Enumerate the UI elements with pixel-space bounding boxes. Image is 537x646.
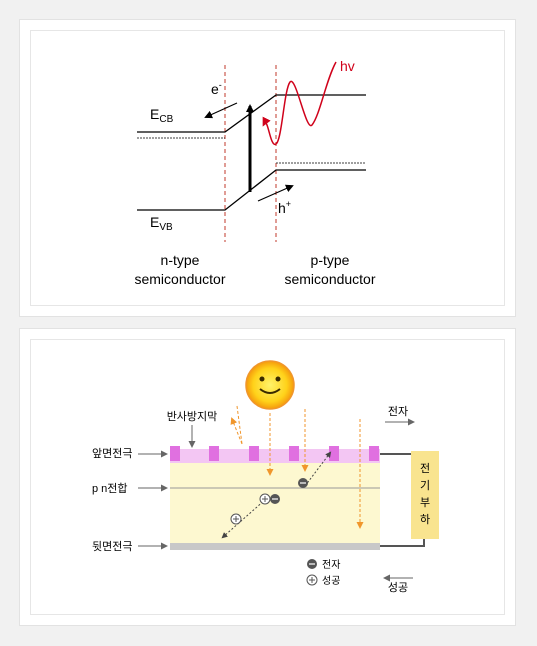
electron-carrier-2 (270, 494, 280, 504)
legend-electron-label: 전자 (322, 559, 340, 571)
legend-hole-icon (306, 574, 318, 586)
solar-cell-frame (30, 339, 505, 615)
band-diagram-frame (30, 30, 505, 306)
front-electrode-4 (289, 446, 299, 461)
load-char-4: 하 (420, 512, 430, 526)
front-electrode-1 (170, 446, 180, 461)
back-electrode (170, 543, 380, 550)
band-diagram: e- hv ECB EVB h+ n-type semiconductor p-… (134, 58, 375, 287)
electron-label: e- (211, 80, 222, 97)
sun-icon (245, 360, 295, 410)
legend-hole-label: 성공 (322, 575, 340, 587)
n-type-label: n-type (161, 252, 200, 268)
hole-label: h+ (278, 199, 291, 216)
electric-load (411, 451, 439, 539)
hole-carrier-1 (259, 493, 271, 505)
electron-arrow (204, 102, 238, 119)
hole-arrow (257, 184, 294, 202)
n-type-label-2: semiconductor (134, 271, 225, 287)
reflected-ray (230, 417, 243, 445)
p-type-label: p-type (311, 252, 350, 268)
light-ray-1 (236, 405, 243, 445)
solar-cell-diagram: 전 기 부 하 전자 성공 반사방지막 앞면전극 p n전합 뒷면전극 (92, 360, 439, 594)
band-diagram-panel: e- hv ECB EVB h+ n-type semiconductor p-… (19, 19, 516, 317)
photon-label: hv (340, 58, 355, 74)
front-electrode-5 (329, 446, 339, 461)
evb-label: EVB (150, 214, 173, 233)
photon-wave (262, 61, 337, 145)
front-electrode-label: 앞면전극 (92, 447, 132, 460)
front-electrode-6 (369, 446, 379, 461)
back-electrode-label: 뒷면전극 (92, 540, 132, 553)
hole-path (221, 498, 267, 539)
electron-path (304, 451, 332, 487)
load-char-1: 전 (420, 462, 430, 475)
load-char-2: 기 (420, 479, 430, 492)
solar-cell-panel: 전 기 부 하 전자 성공 반사방지막 앞면전극 p n전합 뒷면전극 (19, 328, 516, 626)
front-layer (170, 449, 380, 463)
pn-junction-label: p n전합 (92, 482, 128, 495)
legend-electron-icon (307, 559, 317, 569)
ecb-label: ECB (150, 106, 174, 125)
load-char-3: 부 (420, 496, 430, 509)
circuit-hole-label: 성공 (388, 581, 408, 594)
p-type-label-2: semiconductor (284, 271, 375, 287)
front-electrode-2 (209, 446, 219, 461)
electron-carrier-1 (298, 478, 308, 488)
anti-reflection-label: 반사방지막 (167, 410, 218, 423)
circuit-electron-label: 전자 (388, 405, 408, 418)
front-electrode-3 (249, 446, 259, 461)
hole-carrier-2 (230, 513, 242, 525)
